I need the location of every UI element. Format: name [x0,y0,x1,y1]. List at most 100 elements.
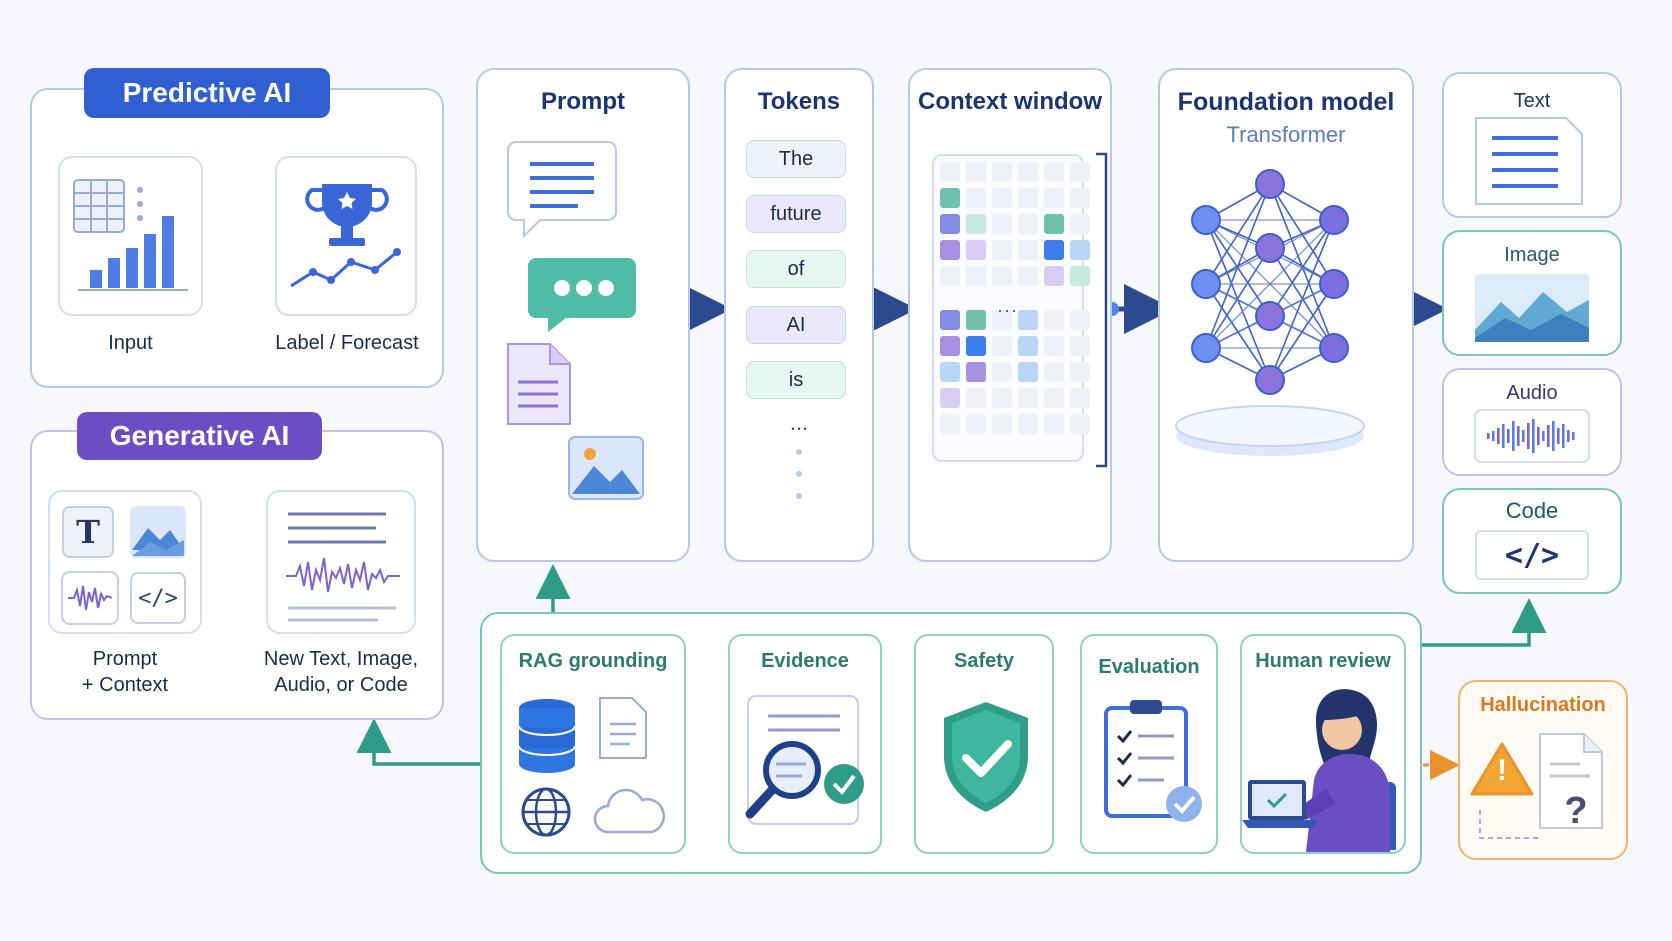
context-cell [966,162,986,182]
neural-network-icon [1175,169,1365,456]
safety-card: Safety [914,634,1054,854]
context-cell [992,214,1012,234]
context-cell [940,214,960,234]
context-cell [1070,188,1090,208]
generative-ai-title: Generative AI [77,412,322,460]
context-cell [992,414,1012,434]
network-node [1255,301,1285,331]
foundation-model-subtitle: Transformer [1226,122,1346,147]
context-cell [992,266,1012,286]
context-cell [1018,240,1038,260]
generative-input-label: Prompt + Context [48,646,202,698]
context-cell [1070,214,1090,234]
context-cell [1070,310,1090,330]
context-cell [1070,336,1090,356]
network-edge [1205,247,1271,349]
network-node [1191,333,1221,363]
context-cell [1044,266,1064,286]
context-cell [940,240,960,260]
audio-bar [1512,421,1515,451]
audio-bar [1542,431,1545,441]
context-cell [992,188,1012,208]
text-document-icon [1475,117,1583,205]
context-ellipsis: ... [997,296,1019,316]
spreadsheet-bar-chart-icon [73,179,188,291]
context-cell [940,414,960,434]
audio-bar [1547,425,1550,447]
token-chip: AI [746,306,846,344]
context-cell [1044,388,1064,408]
document-icon [507,343,571,425]
globe-icon [521,787,571,837]
shield-check-icon [944,702,1028,812]
model-pedestal-top [1175,405,1365,447]
context-cell [940,266,960,286]
context-cell [966,240,986,260]
network-node [1319,205,1349,235]
context-cell [1018,266,1038,286]
rag-grounding-label: RAG grounding [518,650,668,672]
context-cell [940,310,960,330]
generated-content-icon [286,512,400,622]
audio-bar [1492,431,1495,441]
evaluation-label: Evaluation [1098,656,1200,678]
audio-bar [1517,426,1520,446]
generative-input-label-line1: Prompt [92,648,158,670]
network-node [1255,169,1285,199]
context-cell [1044,162,1064,182]
context-cell [1018,414,1038,434]
context-cell [940,162,960,182]
reviewer-person-icon [1242,689,1396,852]
context-cell [940,362,960,382]
context-cell [1070,162,1090,182]
generative-output-tile [266,490,416,634]
prompt-title: Prompt [541,88,625,115]
audio-wave-icon [61,571,119,625]
audio-waveform-icon [1474,409,1590,463]
context-cell [966,266,986,286]
tokens-continuation-dots [796,449,802,499]
audio-bar [1572,432,1575,440]
safety-label: Safety [953,650,1015,672]
context-cell [992,362,1012,382]
audio-bar [1507,429,1510,443]
audio-bar [1567,430,1570,442]
typing-bubble-icon [528,258,636,332]
context-cell [1044,240,1064,260]
mountain-image-icon [130,506,186,558]
audio-bar [1522,430,1525,442]
context-cell [1070,414,1090,434]
generative-output-label-line1: New Text, Image, [263,648,419,670]
output-audio-label: Audio [1506,382,1558,404]
file-icon [599,697,647,759]
context-cell [992,388,1012,408]
rag-grounding-card: RAG grounding [500,634,686,854]
context-cell [1018,310,1038,330]
grounding-to-outputs-arrow [1422,598,1547,647]
warning-exclamation: ! [1497,754,1507,787]
database-icon [518,699,576,773]
audio-bar [1502,424,1505,448]
context-cell [1018,362,1038,382]
context-cell [966,336,986,356]
context-cell [992,162,1012,182]
output-code-label: Code [1505,498,1559,523]
network-node [1191,269,1221,299]
evaluation-card: Evaluation [1080,634,1218,854]
landscape-image-icon [1475,274,1589,342]
tokens-ellipsis: ... [789,410,809,435]
context-cell [966,188,986,208]
grounding-to-generative-arrow [356,718,480,766]
context-cell [1044,336,1064,356]
context-cell [1044,214,1064,234]
audio-bar [1497,428,1500,444]
code-brackets-icon: </> [1475,530,1589,580]
dashed-outline [1479,810,1540,839]
warning-triangle-icon [1470,742,1534,796]
network-edge [1205,183,1271,349]
context-cell [1070,266,1090,286]
context-cell [992,336,1012,356]
human-review-label: Human review [1255,650,1391,672]
context-cell [1070,388,1090,408]
context-cell [1044,362,1064,382]
